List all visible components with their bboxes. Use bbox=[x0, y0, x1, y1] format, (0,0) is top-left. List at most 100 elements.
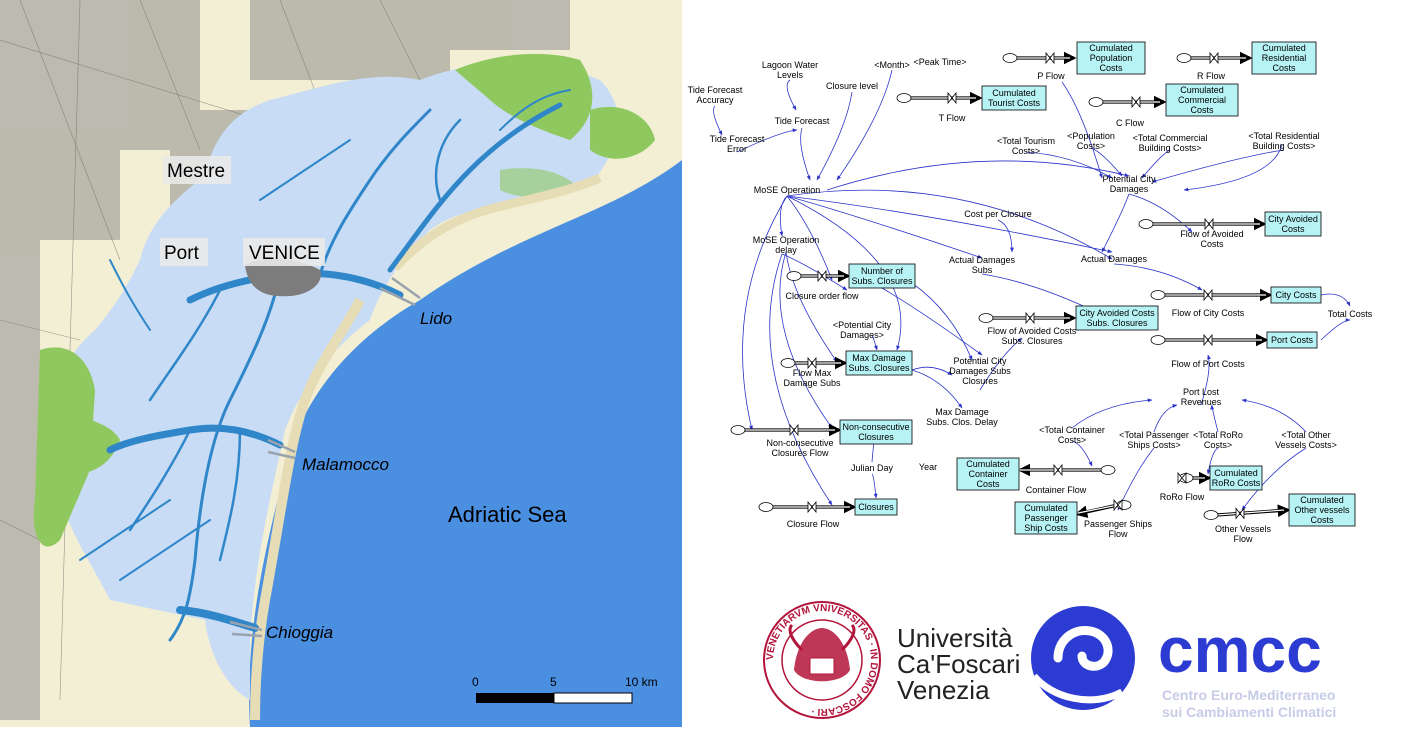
causal-link-23 bbox=[1090, 147, 1123, 177]
var-tot-commercial-line-1: <Total Commercial bbox=[1133, 133, 1208, 143]
var-flow-port-line-1: Flow of Port Costs bbox=[1171, 359, 1245, 369]
var-mose-delay-line-1: MoSE Operation bbox=[753, 235, 820, 245]
var-julian-line-1: Julian Day bbox=[851, 463, 894, 473]
causal-link-39 bbox=[1071, 440, 1093, 467]
var-port-lost-line-1: Port Lost bbox=[1183, 387, 1220, 397]
var-pflow: P Flow bbox=[1037, 71, 1065, 81]
var-tot-residential-line-1: <Total Residential bbox=[1248, 131, 1319, 141]
stock-number-subs-line-2: Subs. Closures bbox=[851, 276, 913, 286]
var-tot-passenger-line-1: <Total Passenger bbox=[1119, 430, 1189, 440]
var-tfa-line-2: Accuracy bbox=[696, 95, 734, 105]
adriatic-sea bbox=[249, 160, 682, 727]
cloud-icon bbox=[1100, 465, 1116, 475]
causal-link-22 bbox=[1025, 151, 1113, 179]
stock-city-avoided-subs-line-2: Subs. Closures bbox=[1086, 318, 1148, 328]
cloud-icon bbox=[730, 425, 746, 435]
var-tot-container-line-2: Costs> bbox=[1058, 435, 1086, 445]
logos-svg: VENETIARVM VNIVERSITAS · IN DOMO FOSCARI… bbox=[763, 601, 1336, 720]
flow-pipe-6 bbox=[786, 269, 851, 283]
cmcc-logo-mark bbox=[1031, 606, 1135, 710]
venice-city bbox=[245, 258, 321, 297]
var-tot-tourism-line-2: Costs> bbox=[1012, 146, 1040, 156]
cloud-icon bbox=[786, 271, 802, 281]
var-pcd-line-2: Damages bbox=[1110, 184, 1149, 194]
causal-arc-3 bbox=[1183, 144, 1283, 192]
var-flow-avoided-subs-line-2: Subs. Closures bbox=[1001, 336, 1063, 346]
stock-cum-commercial-line-3: Costs bbox=[1190, 105, 1214, 115]
var-cost-per-closure: Cost per Closure bbox=[964, 209, 1032, 219]
var-closure-level: Closure level bbox=[826, 81, 878, 91]
var-container-flow: Container Flow bbox=[1026, 485, 1087, 495]
valve-icon bbox=[1113, 498, 1123, 512]
stock-cum-tourist-line-2: Tourist Costs bbox=[988, 98, 1041, 108]
cmcc-wordmark: cmcc bbox=[1158, 614, 1322, 686]
causal-link-26 bbox=[881, 287, 983, 356]
causal-link-24 bbox=[1141, 149, 1171, 179]
cloud-icon bbox=[978, 313, 994, 323]
causal-arc-1 bbox=[826, 160, 1130, 191]
causal-link-1 bbox=[786, 79, 797, 111]
valve-icon bbox=[1209, 51, 1219, 65]
var-flow-max-line-2: Damage Subs bbox=[783, 378, 841, 388]
valve-icon bbox=[807, 356, 817, 370]
causal-link-13 bbox=[779, 251, 833, 429]
var-pop-costs-line-1: <Population bbox=[1067, 131, 1115, 141]
var-pcd-subs-line-2: Damages Subs bbox=[949, 366, 1011, 376]
stock-cum-passenger-line-1: Cumulated bbox=[1024, 503, 1068, 513]
var-container-flow-line-1: Container Flow bbox=[1026, 485, 1087, 495]
port-label: Port bbox=[164, 243, 200, 264]
stock-cum-population-line-3: Costs bbox=[1099, 63, 1123, 73]
flow-pipe-15 bbox=[1072, 498, 1132, 519]
causal-link-29 bbox=[911, 369, 963, 409]
causal-link-8 bbox=[786, 195, 1113, 253]
var-mose: MoSE Operation bbox=[754, 185, 821, 195]
causal-link-30 bbox=[911, 366, 953, 376]
unive-line-3: Venezia bbox=[897, 675, 990, 705]
flow-pipe-10 bbox=[780, 356, 848, 370]
var-year: Year bbox=[919, 462, 937, 472]
venice-label: VENICE bbox=[249, 243, 320, 264]
flow-pipe-8 bbox=[1150, 288, 1273, 302]
causal-link-37 bbox=[1210, 404, 1219, 433]
scale-tick-0: 0 bbox=[472, 675, 479, 689]
causal-link-25 bbox=[1151, 149, 1285, 183]
stock-port-costs-line-1: Port Costs bbox=[1271, 335, 1314, 345]
map-svg: Mestre Port VENICE Lido Malamocco Chiogg… bbox=[0, 0, 682, 727]
valve-icon bbox=[789, 423, 799, 437]
stock-cum-commercial-line-1: Cumulated bbox=[1180, 85, 1224, 95]
causal-link-33 bbox=[1320, 318, 1351, 341]
port-label-box bbox=[160, 238, 208, 266]
var-passenger-flow-line-1: Passenger Ships bbox=[1084, 519, 1153, 529]
urban-texture bbox=[0, 0, 570, 720]
stock-port-costs: Port Costs bbox=[1266, 331, 1318, 349]
causal-arc-4 bbox=[1061, 81, 1103, 179]
var-max-delay-line-1: Max Damage bbox=[935, 407, 989, 417]
var-cost-per-closure-line-1: Cost per Closure bbox=[964, 209, 1032, 219]
var-tot-passenger-line-2: Ships Costs> bbox=[1127, 440, 1180, 450]
var-roro-flow: RoRo Flow bbox=[1160, 492, 1205, 502]
mestre-label-box bbox=[163, 156, 231, 184]
var-lagoon-line-1: Lagoon Water bbox=[762, 60, 818, 70]
var-flow-avoided-line-2: Costs bbox=[1200, 239, 1224, 249]
stock-number-subs-line-1: Number of bbox=[861, 266, 904, 276]
stock-city-avoided-line-1: City Avoided bbox=[1268, 214, 1318, 224]
diagram-svg: CumulatedPopulationCostsCumulatedResiden… bbox=[688, 41, 1373, 544]
flow-pipe-12 bbox=[758, 500, 857, 514]
causal-link-2 bbox=[713, 105, 723, 136]
stock-cum-passenger-line-2: Passenger bbox=[1024, 513, 1067, 523]
var-julian: Julian Day bbox=[851, 463, 894, 473]
var-actual-damages-line-1: Actual Damages bbox=[1081, 254, 1148, 264]
venice-lagoon bbox=[49, 63, 619, 700]
